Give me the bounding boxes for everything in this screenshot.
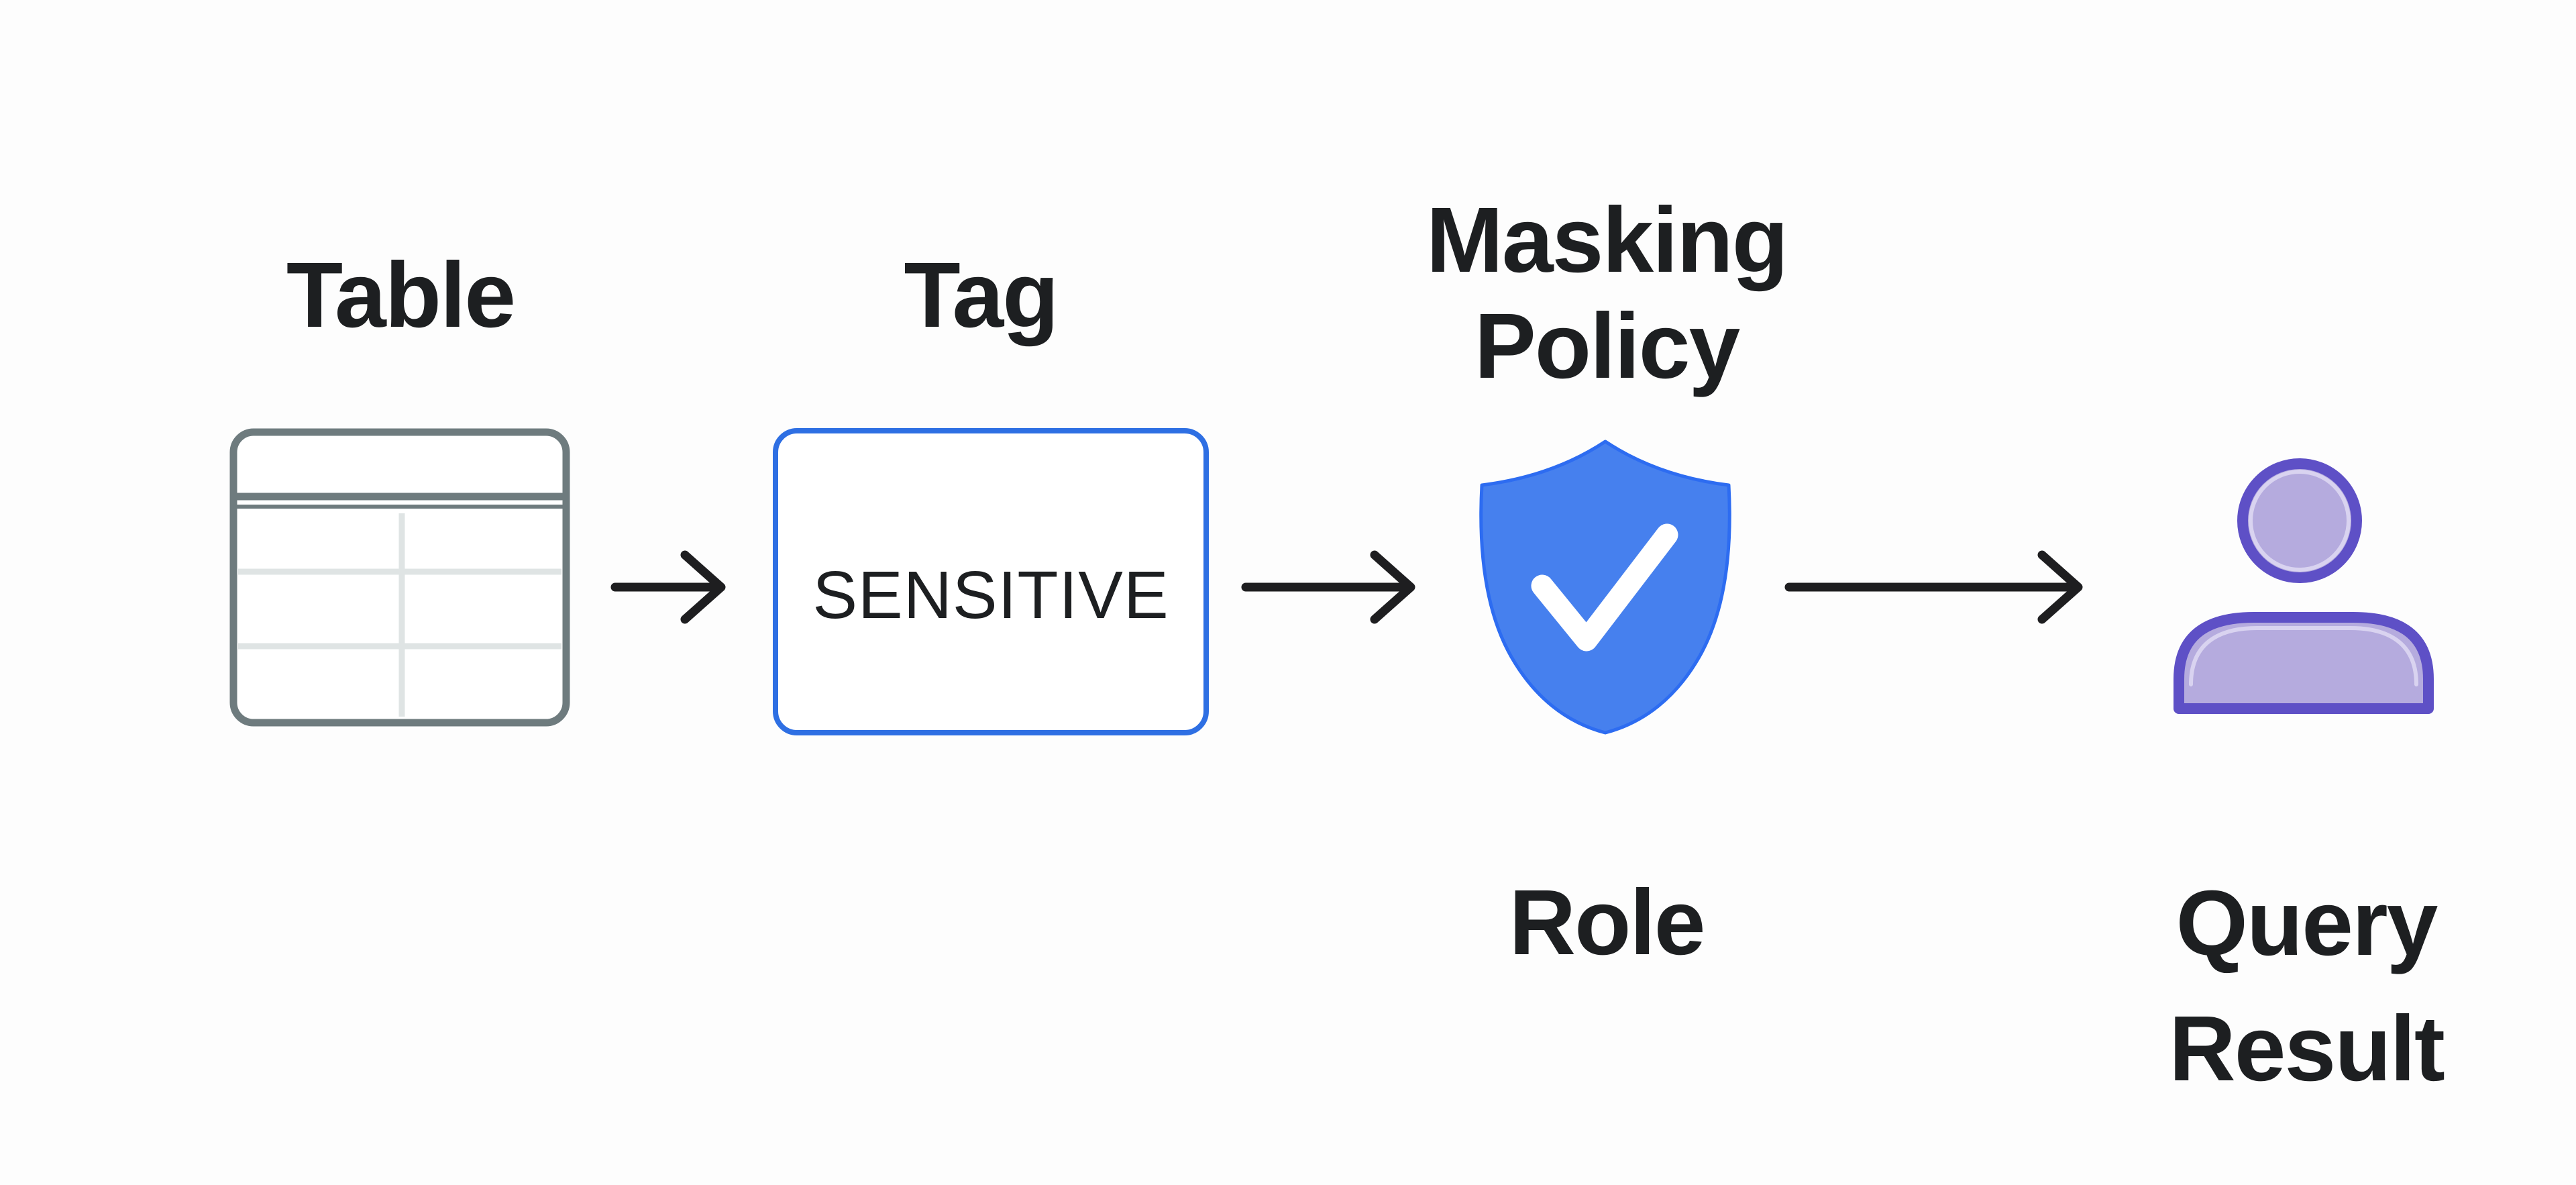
shield-shape: [1479, 440, 1731, 735]
person-body: [2174, 612, 2434, 714]
arrow-right-icon: [1241, 550, 1415, 624]
shield-check-icon: [1479, 440, 1731, 735]
table-label: Table: [286, 244, 516, 347]
tag-box: SENSITIVE: [773, 428, 1209, 735]
arrow-right-icon: [1784, 550, 2083, 624]
masking-policy-label: Masking Policy: [1426, 189, 1788, 398]
table-icon: [229, 428, 570, 727]
arrow-head: [680, 550, 726, 624]
arrow-head: [1370, 550, 1415, 624]
person-head: [2237, 458, 2362, 583]
arrow-head: [2037, 550, 2083, 624]
checkmark-icon: [1531, 523, 1678, 652]
query-result-label: Query Result: [2169, 872, 2445, 1100]
person-icon: [2174, 458, 2434, 714]
tag-label: Tag: [904, 244, 1059, 347]
person-head-highlight: [2249, 470, 2351, 572]
role-label: Role: [1509, 871, 1705, 974]
tag-value: SENSITIVE: [812, 557, 1169, 633]
arrow-right-icon: [610, 550, 726, 624]
person-body-highlight: [2189, 626, 2418, 686]
